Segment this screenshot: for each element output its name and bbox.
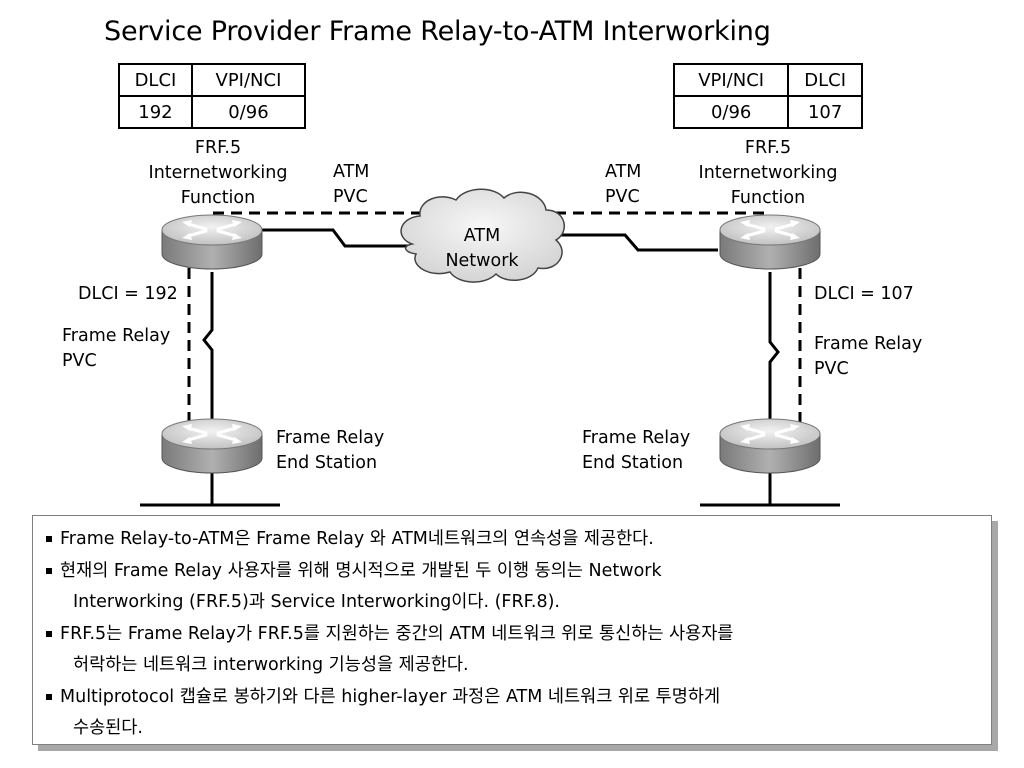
left-dlci-label: DLCI = 192 xyxy=(78,284,178,304)
table-header: DLCI xyxy=(118,63,193,97)
bullet-icon xyxy=(46,567,52,574)
left-end-station-label: Frame Relay End Station xyxy=(276,428,385,473)
table-header: VPI/NCI xyxy=(672,63,790,97)
left-iwf-label: FRF.5 Internetworking Function xyxy=(148,138,288,208)
note-bullet-2-continuation: Interworking (FRF.5)과 Service Interworki… xyxy=(73,592,560,612)
table-cell: 0/96 xyxy=(672,95,790,129)
left-iwf-router-icon xyxy=(160,213,264,271)
note-bullet-3: FRF.5는 Frame Relay가 FRF.5를 지원하는 중간의 ATM … xyxy=(33,619,991,651)
right-fr-pvc-label: Frame Relay PVC xyxy=(814,334,923,379)
atm-network-cloud xyxy=(400,188,566,283)
note-bullet-1: Frame Relay-to-ATM은 Frame Relay 와 ATM네트워… xyxy=(33,524,991,556)
right-iwf-router-icon xyxy=(718,213,822,271)
right-mapping-table: VPI/NCI DLCI 0/96 107 xyxy=(672,63,863,129)
left-fr-pvc-label: Frame Relay PVC xyxy=(62,326,171,371)
table-cell: 0/96 xyxy=(190,95,307,129)
note-bullet-2: 현재의 Frame Relay 사용자를 위해 명시적으로 개발된 두 이행 동… xyxy=(33,556,991,588)
note-bullet-4-continuation: 수송된다. xyxy=(73,718,143,738)
atm-link-right xyxy=(555,233,718,252)
table-header: DLCI xyxy=(787,63,863,97)
note-bullet-4: Multiprotocol 캡슐로 봉하기와 다른 higher-layer 과… xyxy=(33,682,991,714)
right-end-station-label: Frame Relay End Station xyxy=(582,428,691,473)
right-end-station-router-icon xyxy=(718,417,822,475)
atm-link-left xyxy=(262,228,410,248)
bullet-icon xyxy=(46,693,52,700)
left-fr-link xyxy=(202,272,214,428)
left-mapping-table: DLCI VPI/NCI 192 0/96 xyxy=(118,63,307,129)
right-atm-pvc-label: ATM PVC xyxy=(605,162,642,207)
table-cell: 107 xyxy=(787,95,863,129)
table-cell: 192 xyxy=(118,95,193,129)
page-title: Service Provider Frame Relay-to-ATM Inte… xyxy=(104,16,771,47)
right-dlci-label: DLCI = 107 xyxy=(814,284,914,304)
right-iwf-label: FRF.5 Internetworking Function xyxy=(698,138,838,208)
right-fr-link xyxy=(768,272,780,428)
atm-network-label: ATM Network xyxy=(445,226,519,271)
left-end-station-router-icon xyxy=(160,417,264,475)
left-atm-pvc-label: ATM PVC xyxy=(333,162,370,207)
bullet-icon xyxy=(46,536,52,542)
bullet-icon xyxy=(46,630,52,637)
notes-box: Frame Relay-to-ATM은 Frame Relay 와 ATM네트워… xyxy=(32,515,992,745)
note-bullet-3-continuation: 허락하는 네트워크 interworking 기능성을 제공한다. xyxy=(73,655,469,675)
table-header: VPI/NCI xyxy=(190,63,307,97)
